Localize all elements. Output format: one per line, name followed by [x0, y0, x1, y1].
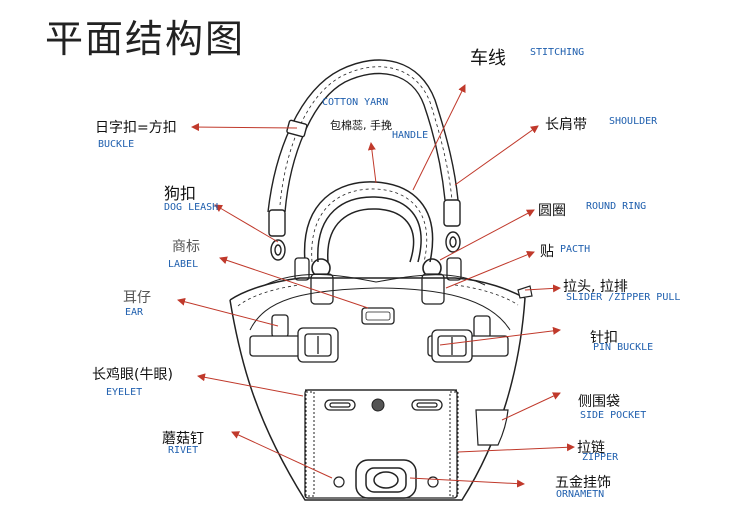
label-tag — [361, 307, 395, 325]
pin-buckle-bands — [249, 327, 509, 363]
label-label-cn: 商标 — [172, 239, 200, 255]
ornament-hardware — [355, 459, 417, 499]
handles — [303, 181, 434, 263]
label-zipper-cn: 拉链 — [577, 440, 605, 456]
side-pocket-shape — [475, 409, 509, 446]
label-side-pocket-cn: 侧围袋 — [578, 394, 620, 410]
shoulder-strap — [267, 59, 459, 213]
label-zipper-pull-en: SLIDER /ZIPPER PULL — [566, 292, 681, 303]
label-shoulder-cn: 长肩带 — [545, 117, 587, 133]
label-round-ring-cn: 圆圈 — [538, 203, 566, 219]
zipper-pull-shape — [517, 285, 533, 299]
label-rivet-cn: 蘑菇钉 — [162, 431, 204, 447]
label-dog-leash-en: DOG LEASH — [164, 202, 219, 213]
label-patch-cn: 贴 — [540, 244, 554, 260]
label-eyelet-cn: 长鸡眼(牛眼) — [92, 367, 173, 383]
label-stitching-en: STITCHING — [530, 47, 585, 58]
leader-arrows — [177, 84, 575, 488]
dog-leash-hooks — [268, 199, 461, 261]
label-shoulder-en: SHOULDER — [609, 116, 658, 127]
label-ornament-en: ORNAMETN — [556, 489, 605, 500]
eyelets — [324, 399, 443, 411]
label-handle-cn: 包棉蕊, 手挽 — [330, 119, 392, 132]
page-title: 平面结构图 — [45, 17, 246, 61]
handle-tabs — [294, 257, 462, 305]
label-rivet-en: RIVET — [168, 445, 199, 456]
label-dog-leash-cn: 狗扣 — [164, 184, 197, 203]
zipper-teeth — [305, 391, 459, 497]
label-buckle-en: BUCKLE — [98, 139, 135, 150]
label-pin-buckle-en: PIN BUCKLE — [593, 342, 654, 353]
label-handle-en: HANDLE — [392, 130, 429, 141]
label-side-pocket-en: SIDE POCKET — [580, 410, 647, 421]
label-ornament-cn: 五金挂饰 — [555, 475, 611, 491]
label-cotton-yarn-en: COTTON YARN — [322, 97, 389, 108]
label-ear-en: EAR — [125, 307, 144, 318]
label-label-en: LABEL — [168, 259, 199, 270]
label-zipper-en: ZIPPER — [582, 452, 619, 463]
label-eyelet-en: EYELET — [106, 387, 143, 398]
label-pin-buckle-cn: 针扣 — [590, 330, 618, 346]
center-snap — [371, 398, 385, 412]
bag-body — [229, 273, 526, 501]
label-ear-cn: 耳仔 — [123, 290, 151, 306]
label-stitching-cn: 车线 — [470, 48, 506, 69]
side-ears — [271, 314, 491, 339]
label-patch-en: PACTH — [560, 244, 591, 255]
label-zipper-pull-cn: 拉头, 拉排 — [563, 279, 628, 295]
label-round-ring-en: ROUND RING — [586, 201, 647, 212]
label-buckle-cn: 日字扣=方扣 — [95, 120, 177, 136]
